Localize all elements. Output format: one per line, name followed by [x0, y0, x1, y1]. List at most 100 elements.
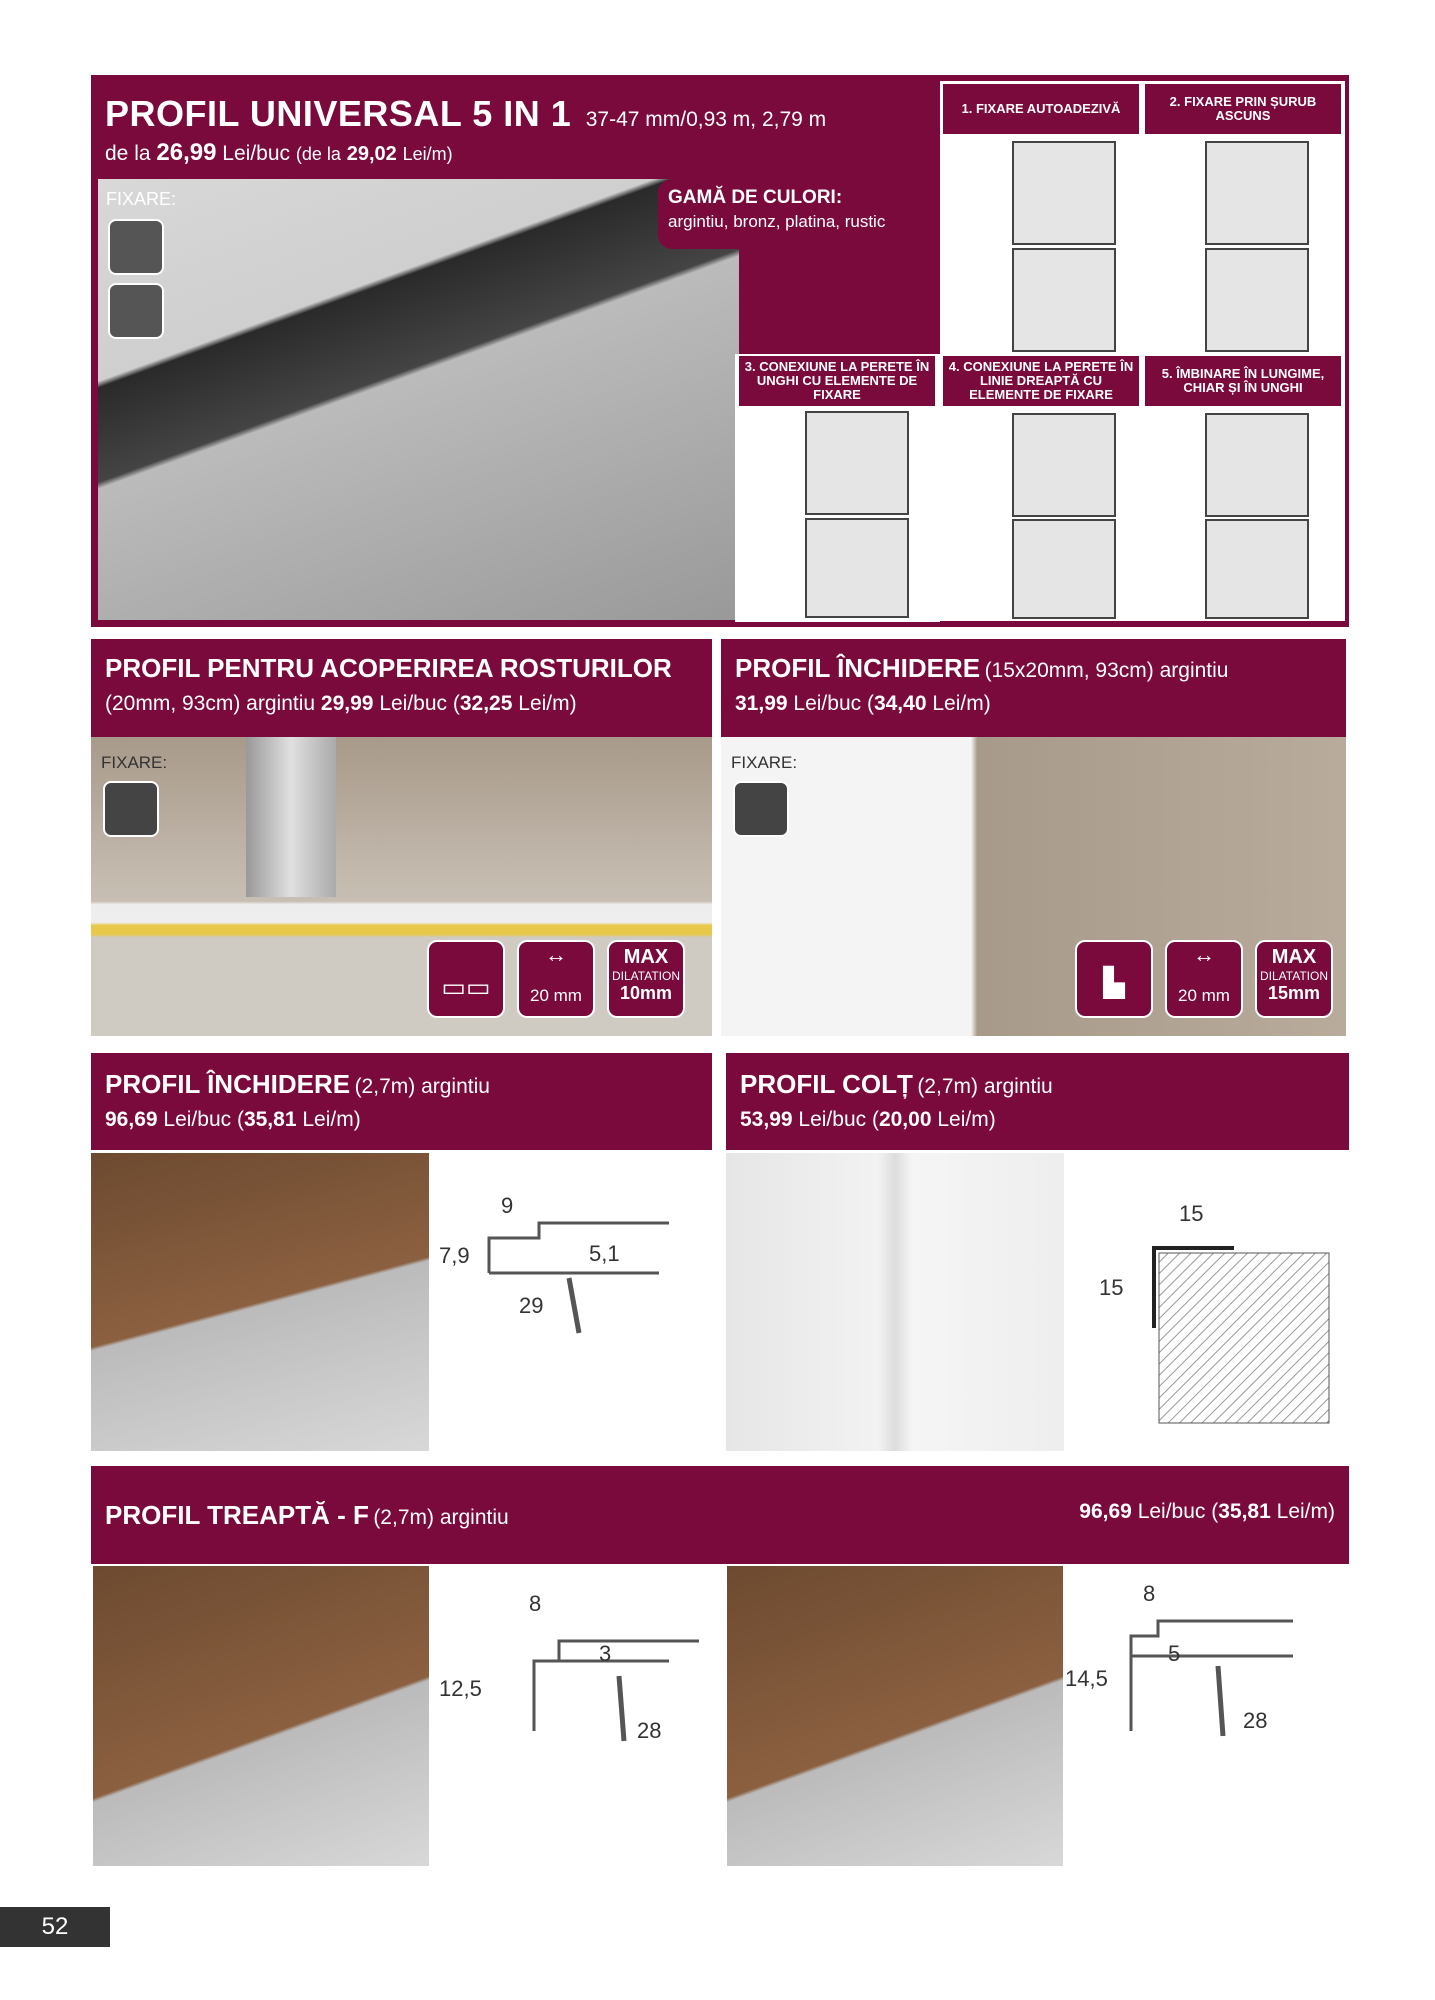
- colors-list: argintiu, bronz, platina, rustic: [668, 212, 886, 231]
- inchidere1-section: PROFIL ÎNCHIDERE (15x20mm, 93cm) arginti…: [721, 639, 1346, 1036]
- per-m-prefix: (de la: [295, 144, 341, 164]
- product-title: PROFIL COLȚ: [740, 1069, 913, 1099]
- treapta-header: PROFIL TREAPTĂ - F (2,7m) argintiu 96,69…: [91, 1466, 1349, 1564]
- step-1-diagram: [1012, 248, 1116, 352]
- price: 53,99: [740, 1108, 793, 1131]
- dim-top: 9: [501, 1193, 513, 1218]
- adhesive-icon: [108, 283, 164, 339]
- universal-header: PROFIL UNIVERSAL 5 IN 1 37-47 mm/0,93 m,…: [105, 93, 826, 167]
- rosturi-section: PROFIL PENTRU ACOPERIREA ROSTURILOR (20m…: [91, 639, 712, 1036]
- price: 29,99: [320, 692, 374, 715]
- dim-base: 28: [1243, 1708, 1267, 1733]
- price-unit: Lei/buc: [222, 142, 291, 165]
- colt-section: PROFIL COLȚ (2,7m) argintiu 53,99 Lei/bu…: [726, 1053, 1349, 1451]
- dim-top: 15: [1179, 1201, 1203, 1226]
- universal-section: PROFIL UNIVERSAL 5 IN 1 37-47 mm/0,93 m,…: [91, 75, 1349, 627]
- dilatation-label: DILATATION: [1259, 969, 1328, 983]
- dilatation-label: DILATATION: [611, 969, 680, 983]
- product-spec: 37-47 mm/0,93 m, 2,79 m: [585, 108, 827, 131]
- color-range-box: GAMĂ DE CULORI: argintiu, bronz, platina…: [658, 179, 932, 249]
- closing-profile-icon: ▙: [1075, 940, 1153, 1018]
- treapta-section: PROFIL TREAPTĂ - F (2,7m) argintiu 96,69…: [91, 1466, 1349, 1866]
- dim-top: 8: [1143, 1581, 1155, 1606]
- page-number: 52: [0, 1907, 110, 1947]
- step-3-diagram: [805, 411, 909, 515]
- step-1-title: 1. FIXARE AUTOADEZIVĂ: [943, 84, 1139, 134]
- price: 96,69: [1079, 1500, 1132, 1523]
- per-m-price: 32,25: [459, 692, 513, 715]
- dim-inner: 3: [599, 1641, 611, 1666]
- step-3-panel: 3. CONEXIUNE LA PERETE ÎN UNGHI CU ELEME…: [735, 354, 940, 622]
- dim-inner: 5,1: [589, 1241, 620, 1266]
- product-spec: (2,7m) argintiu: [917, 1075, 1053, 1098]
- price-unit: Lei/buc (: [379, 692, 460, 715]
- cover-profile-icon: ▭▭: [427, 940, 505, 1018]
- product-title: PROFIL TREAPTĂ - F: [105, 1500, 369, 1530]
- step-3-diagram: [805, 518, 909, 618]
- product-spec: (2,7m) argintiu: [354, 1075, 490, 1098]
- drill-icon: [108, 219, 164, 275]
- product-spec: (15x20mm, 93cm) argintiu: [984, 659, 1229, 682]
- inchidere2-drawing: 9 7,9 5,1 29: [439, 1193, 669, 1334]
- per-m-unit: Lei/m): [1276, 1500, 1335, 1523]
- step-5-diagram: [1205, 519, 1309, 619]
- step-5-title: 5. ÎMBINARE ÎN LUNGIME, CHIAR ȘI ÎN UNGH…: [1145, 356, 1341, 406]
- price: 96,69: [105, 1108, 158, 1131]
- dim-base: 28: [637, 1718, 661, 1743]
- per-m-unit: Lei/m): [518, 692, 577, 715]
- colt-photo: [726, 1153, 1064, 1451]
- per-m-unit: Lei/m): [402, 144, 453, 164]
- step-4-diagram: [1012, 413, 1116, 517]
- per-m-price: 35,81: [243, 1108, 297, 1131]
- per-m-price: 29,02: [346, 143, 397, 165]
- dim-height: 7,9: [439, 1243, 470, 1268]
- product-title: PROFIL ÎNCHIDERE: [105, 1069, 351, 1099]
- price-unit: Lei/buc (: [163, 1108, 244, 1131]
- price-unit: Lei/buc (: [1137, 1500, 1219, 1523]
- dim-top: 8: [529, 1591, 541, 1616]
- treapta-photo-a: [93, 1566, 429, 1866]
- per-m-price: 20,00: [878, 1108, 932, 1131]
- price: 31,99: [735, 692, 788, 715]
- width-badge: ↔20 mm: [517, 940, 595, 1018]
- width-value: 20 mm: [530, 986, 582, 1005]
- step-1-diagram: [1012, 141, 1116, 245]
- adhesive-icon: [103, 781, 159, 837]
- product-spec: (20mm, 93cm) argintiu: [105, 692, 316, 715]
- inchidere1-header: PROFIL ÎNCHIDERE (15x20mm, 93cm) arginti…: [721, 639, 1346, 737]
- dim-base: 29: [519, 1293, 543, 1318]
- universal-photo: FIXARE: GAMĂ DE CULORI: argintiu, bronz,…: [98, 179, 932, 620]
- installation-diagrams: 1. FIXARE AUTOADEZIVĂ 2. FIXARE PRIN ȘUR…: [940, 81, 1345, 621]
- treapta-drawing-a: 8 12,5 3 28: [439, 1591, 699, 1743]
- step-4-diagram: [1012, 519, 1116, 619]
- max-label: MAX: [623, 946, 669, 968]
- width-value: 20 mm: [1178, 986, 1230, 1005]
- price-unit: Lei/buc (: [798, 1108, 879, 1131]
- adhesive-icon: [733, 781, 789, 837]
- product-title: PROFIL PENTRU ACOPERIREA ROSTURILOR: [105, 653, 672, 683]
- dim-side: 15: [1099, 1275, 1123, 1300]
- step-2-diagram: [1205, 248, 1309, 352]
- per-m-unit: Lei/m): [937, 1108, 996, 1131]
- price-unit: Lei/buc (: [793, 692, 874, 715]
- price-prefix: de la: [105, 142, 151, 165]
- dilatation-value: 10mm: [619, 983, 673, 1003]
- price: 26,99: [156, 139, 217, 166]
- dim-height: 12,5: [439, 1676, 482, 1701]
- product-spec: (2,7m) argintiu: [373, 1506, 509, 1529]
- inchidere2-photo: [91, 1153, 429, 1451]
- profile-strip: [246, 737, 336, 897]
- inchidere2-header: PROFIL ÎNCHIDERE (2,7m) argintiu 96,69 L…: [91, 1053, 712, 1150]
- fixare-label: FIXARE:: [731, 753, 798, 772]
- treapta-photo-b: [727, 1566, 1063, 1866]
- colt-header: PROFIL COLȚ (2,7m) argintiu 53,99 Lei/bu…: [726, 1053, 1349, 1150]
- inchidere2-section: PROFIL ÎNCHIDERE (2,7m) argintiu 96,69 L…: [91, 1053, 712, 1451]
- per-m-price: 35,81: [1218, 1500, 1271, 1523]
- width-badge: ↔20 mm: [1165, 940, 1243, 1018]
- rosturi-header: PROFIL PENTRU ACOPERIREA ROSTURILOR (20m…: [91, 639, 712, 737]
- step-2-diagram: [1205, 141, 1309, 245]
